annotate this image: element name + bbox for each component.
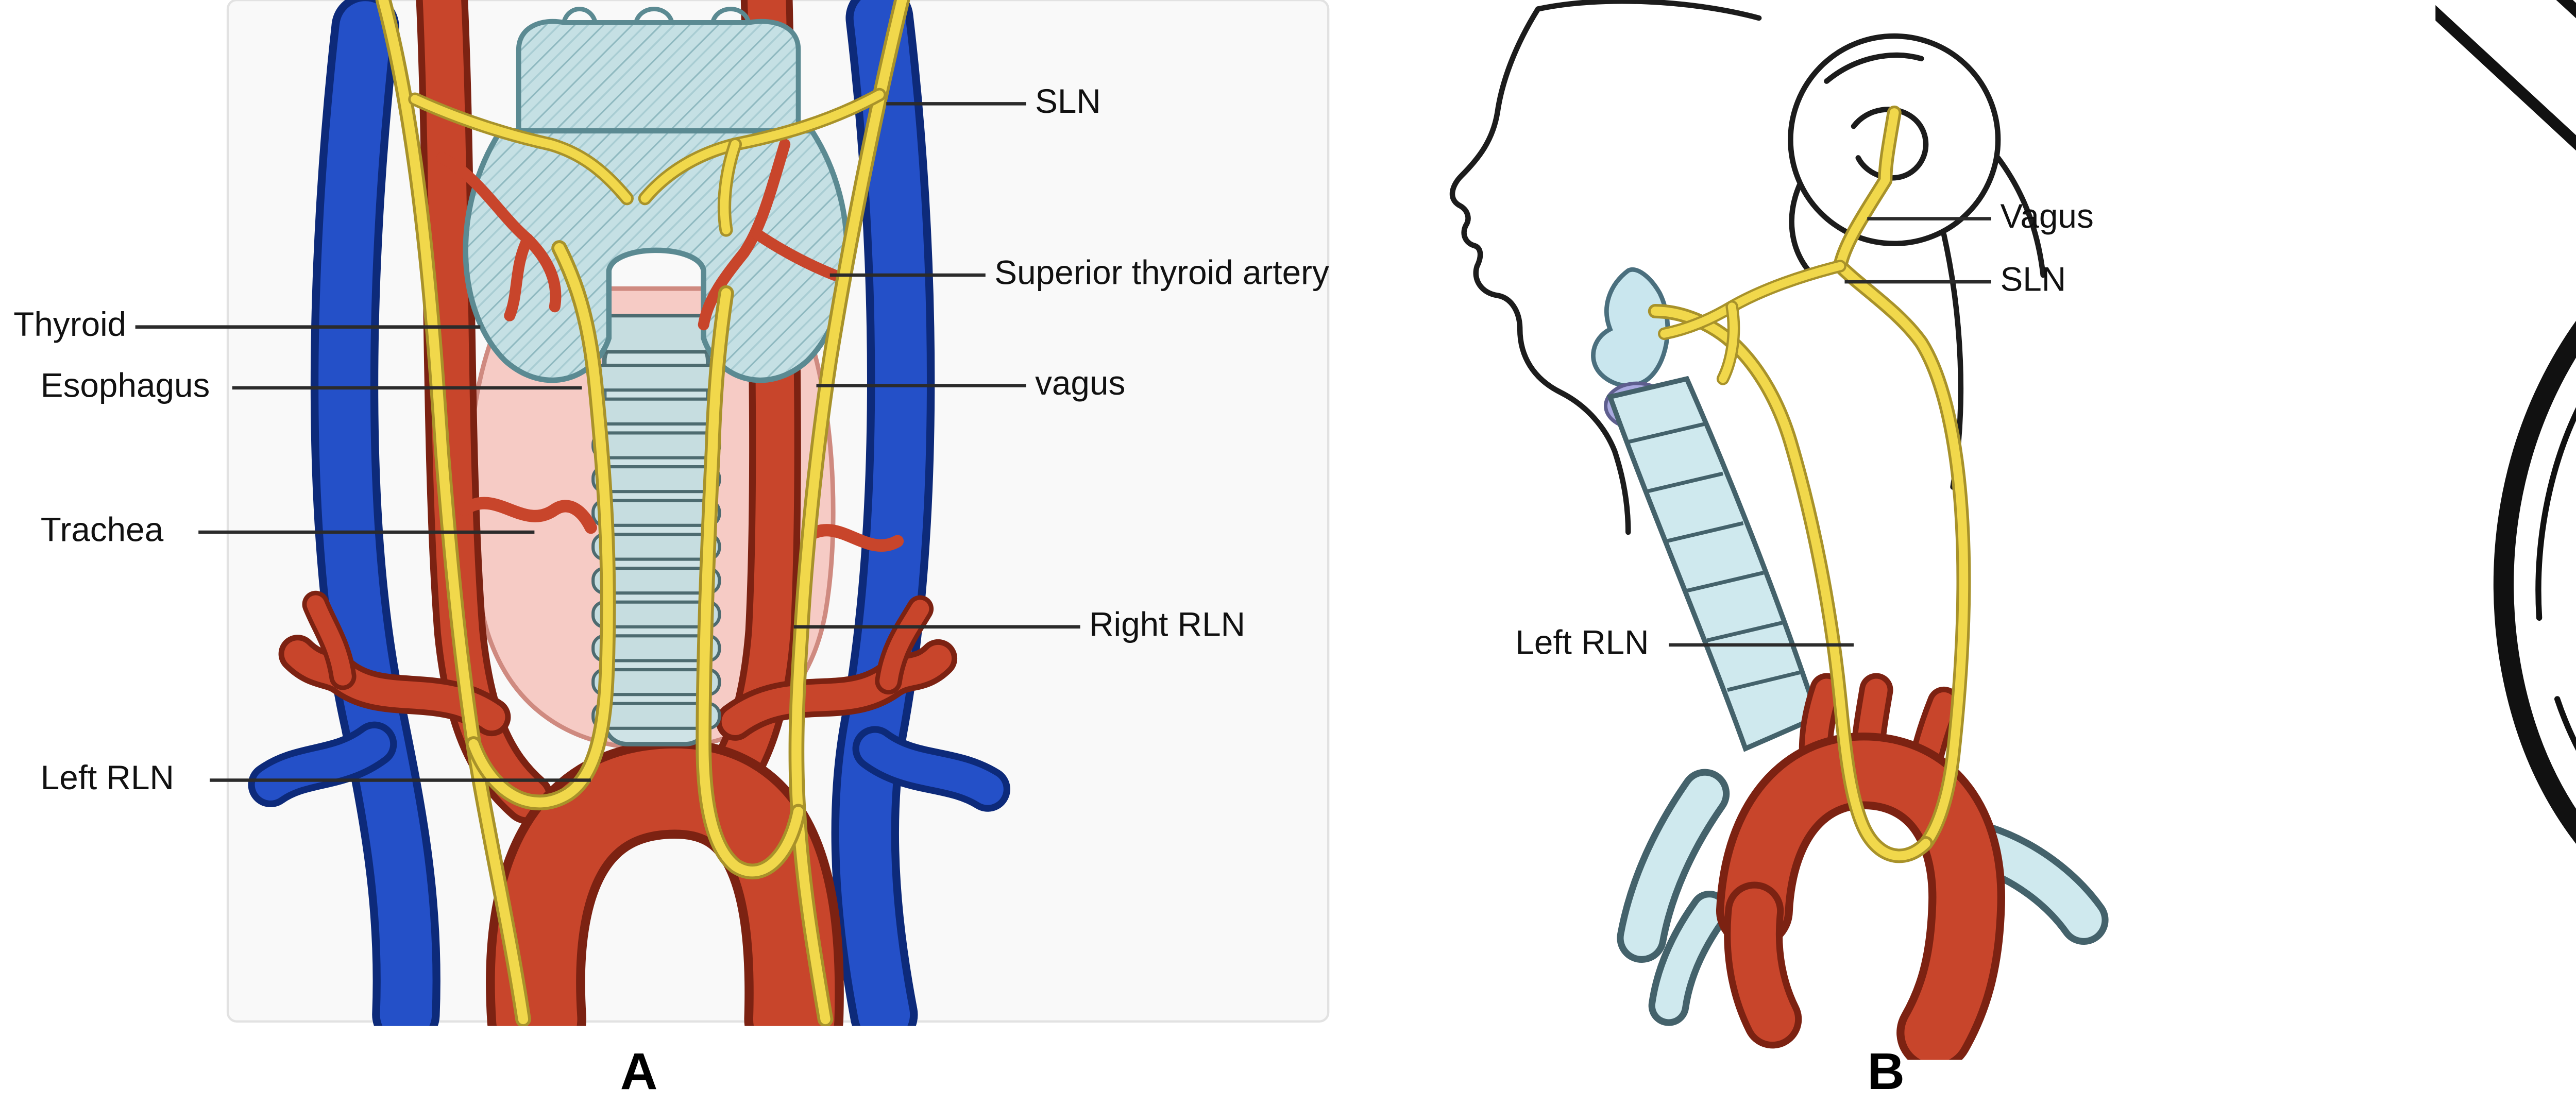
aortic-arch — [486, 739, 844, 1026]
sln-nerve-b — [1658, 260, 1846, 385]
label-left-rln-a: Left RLN — [40, 760, 174, 798]
label-vagus-b: Vagus — [2000, 198, 2094, 237]
label-right-rln: Right RLN — [1089, 606, 1246, 645]
face-profile-outline — [1449, 0, 1762, 535]
label-sln-a: SLN — [1035, 83, 1101, 122]
panel-c-illustration — [2435, 0, 2576, 844]
right-vagus-nerve — [788, 0, 910, 1026]
panel-letter-b: B — [1867, 1042, 1905, 1101]
sln-nerves — [408, 88, 887, 237]
panel-b-illustration — [1449, 0, 2109, 1060]
right-rln-nerve — [696, 285, 806, 879]
nerves — [375, 0, 910, 1026]
label-left-rln-b: Left RLN — [1515, 624, 1649, 663]
label-superior-thyroid-artery: Superior thyroid artery — [994, 254, 1329, 294]
retractor-left — [2435, 0, 2576, 151]
label-thyroid: Thyroid — [13, 307, 127, 345]
jugular-veins — [248, 0, 1010, 1026]
panel-letter-a: A — [620, 1042, 658, 1101]
trachea-tube-b — [1606, 376, 1821, 752]
label-trachea-a: Trachea — [40, 512, 164, 551]
wound-edge — [2493, 320, 2576, 844]
left-vagus-nerve — [375, 0, 531, 1026]
panel-a-illustration — [226, 0, 1330, 1026]
subclavian-arteries — [278, 590, 958, 741]
label-esophagus: Esophagus — [40, 367, 210, 406]
label-vagus-a: vagus — [1035, 365, 1126, 404]
thyroid-arteries — [436, 139, 904, 552]
aortic-arch-b — [1716, 673, 2005, 1060]
nerves-b — [1648, 105, 1971, 863]
left-rln-nerve — [465, 240, 616, 810]
trachea-tube — [584, 314, 728, 746]
vagus-nerve-b — [1833, 105, 1971, 851]
label-sln-b: SLN — [2000, 261, 2066, 300]
trachea-rings — [591, 364, 721, 730]
